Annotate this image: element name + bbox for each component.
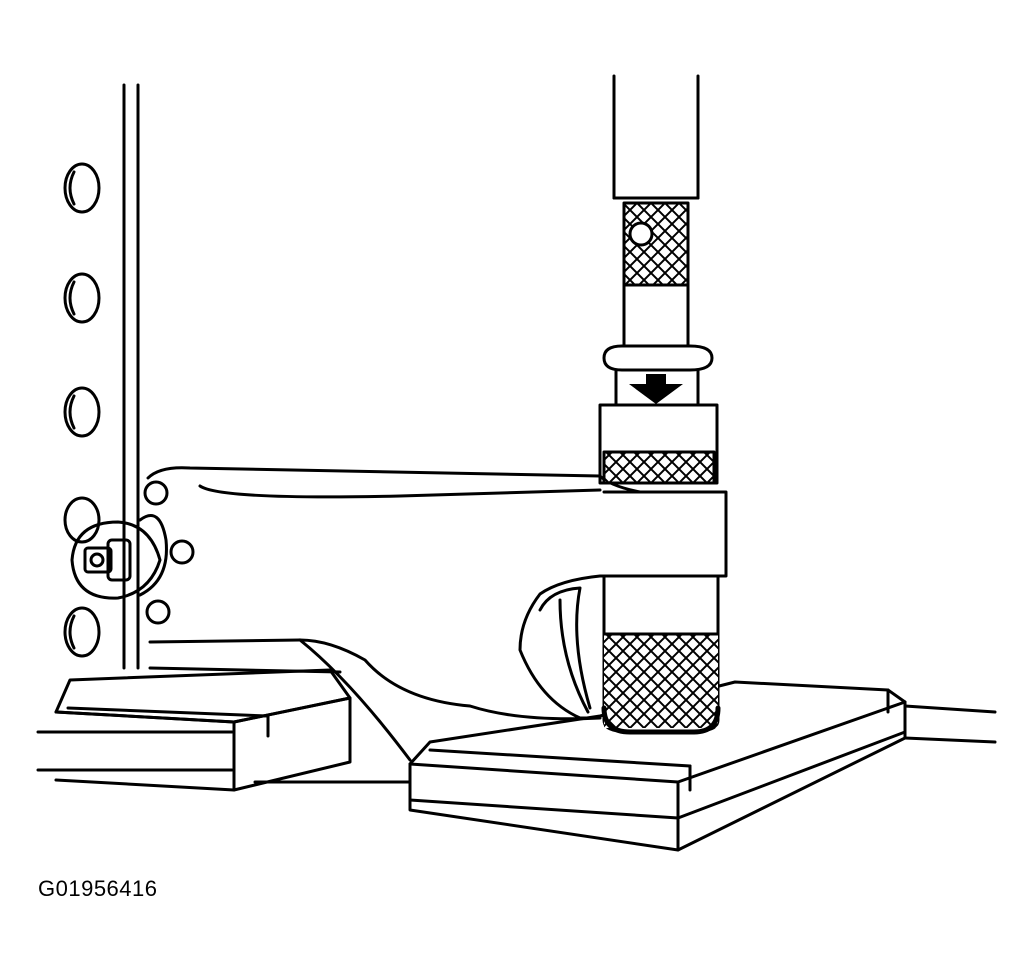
right-support-plate	[408, 680, 907, 852]
frame-holes	[63, 162, 101, 658]
press-base-rail	[36, 666, 997, 784]
adapter-cup	[598, 403, 721, 735]
figure-id-label: G01956416	[38, 876, 158, 901]
upper-knurled-collar	[622, 201, 690, 348]
press-ram	[612, 74, 700, 200]
ball-joint-stud	[70, 480, 195, 625]
ring-band	[602, 344, 714, 407]
control-arm	[146, 466, 727, 762]
left-support-plate	[54, 668, 352, 792]
press-frame-plate	[122, 83, 140, 670]
down-arrow-icon	[629, 374, 683, 404]
